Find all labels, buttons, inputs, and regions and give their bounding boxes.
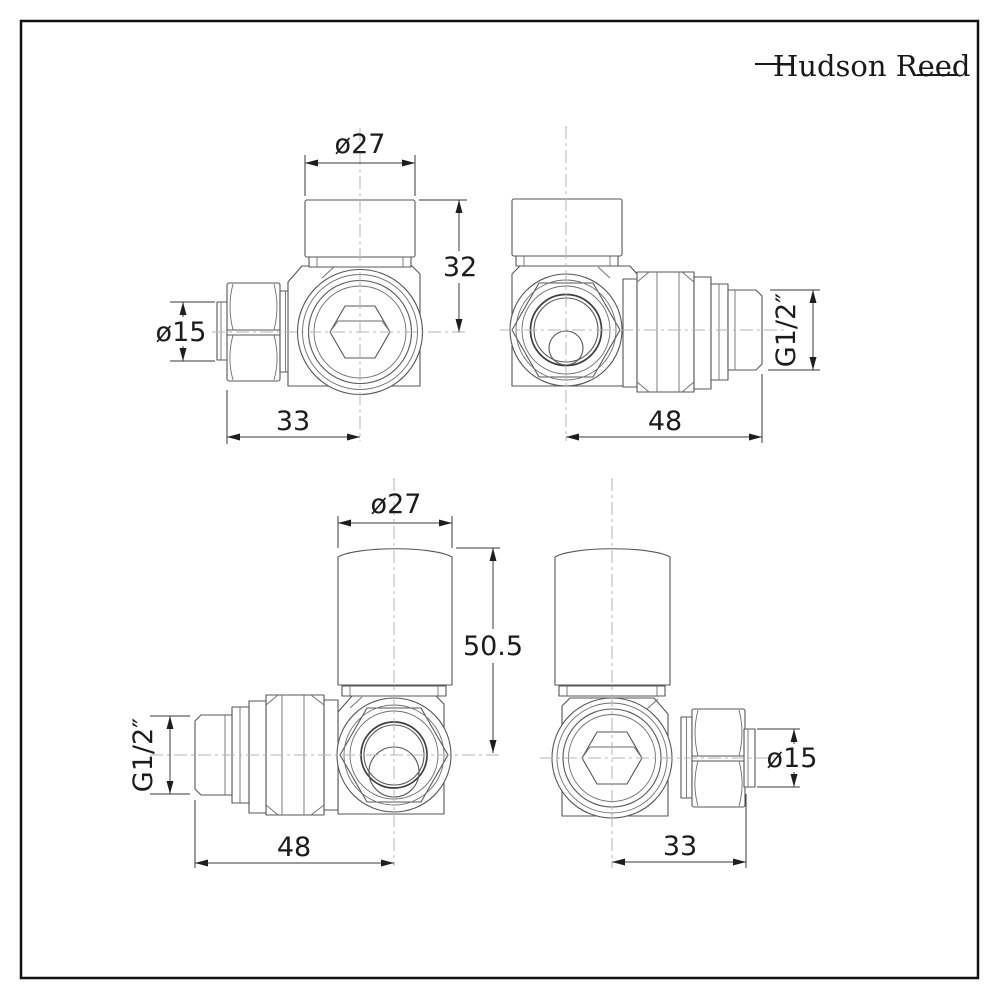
valve-view-top-right: G1/2″ 48 [500, 126, 820, 443]
logo-text: Hudson Reed [773, 49, 971, 83]
svg-text:33: 33 [276, 406, 310, 437]
male-thread [194, 714, 233, 796]
svg-text:33: 33 [663, 831, 697, 862]
union-thread-fitting [622, 271, 763, 393]
dimension-diameter-15: ø15 [757, 728, 818, 788]
dimension-33: 33 [612, 794, 747, 868]
svg-text:G1/2″: G1/2″ [128, 718, 159, 792]
svg-text:50.5: 50.5 [463, 631, 523, 662]
svg-text:ø27: ø27 [335, 129, 386, 160]
dimension-48: 48 [566, 374, 763, 443]
dimension-diameter-27: ø27 [304, 129, 416, 196]
dimension-diameter-27: ø27 [337, 489, 453, 548]
dimension-48: 48 [194, 800, 394, 868]
svg-text:48: 48 [277, 832, 311, 863]
svg-text:ø15: ø15 [156, 317, 207, 348]
dimension-g-half: G1/2″ [768, 289, 820, 371]
dimension-50-5: 50.5 [456, 547, 523, 753]
valve-view-bottom-right: ø15 33 [540, 478, 817, 868]
union-nut [636, 271, 695, 393]
svg-text:32: 32 [443, 252, 477, 283]
brand-logo: Hudson Reed [755, 49, 971, 83]
valve-cap [511, 198, 623, 267]
svg-text:ø15: ø15 [767, 743, 818, 774]
dimension-diameter-15: ø15 [156, 301, 215, 362]
valve-cap [337, 548, 453, 697]
valve-view-top-left: ø27 32 ø15 33 [156, 128, 477, 444]
valve-view-bottom-left: ø27 50.5 G1/2″ 48 [128, 478, 523, 868]
dimension-g-half: G1/2″ [128, 715, 190, 795]
dimension-32: 32 [419, 199, 477, 332]
svg-text:48: 48 [648, 406, 682, 437]
svg-text:ø27: ø27 [371, 489, 422, 520]
dimension-33: 33 [226, 390, 360, 444]
drawing-border [19, 19, 980, 980]
svg-text:G1/2″: G1/2″ [771, 293, 802, 367]
